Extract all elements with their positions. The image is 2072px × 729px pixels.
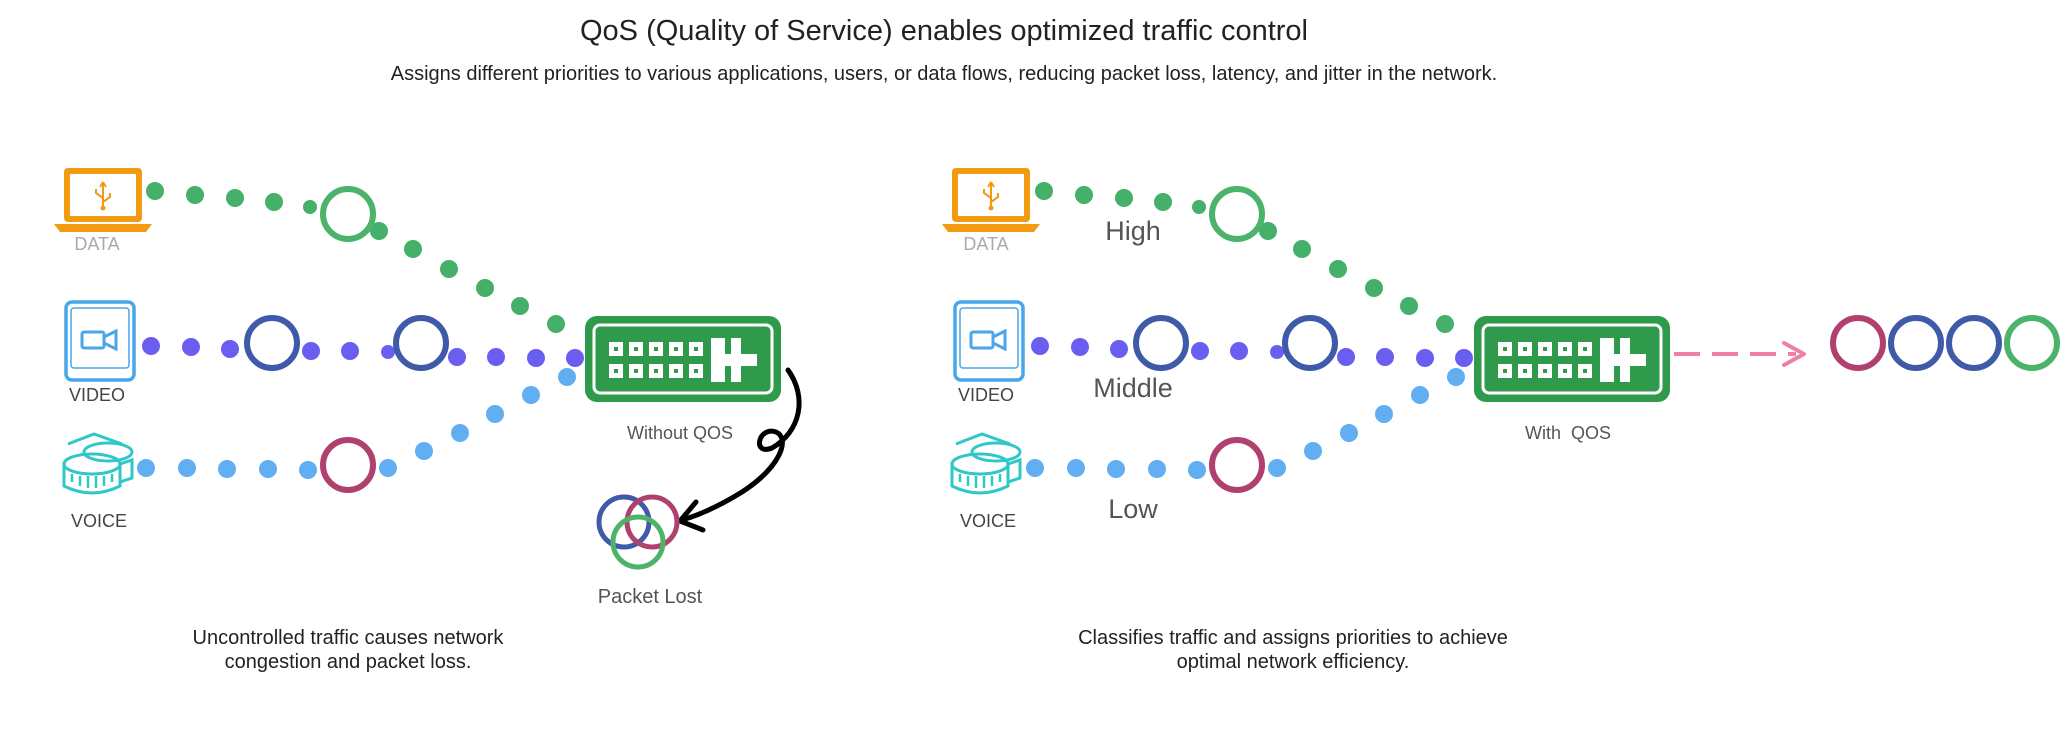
packet-ring-data xyxy=(320,186,376,242)
loss-arrow xyxy=(679,367,802,523)
packet-ring-video-1 xyxy=(244,315,300,371)
video-flow xyxy=(142,337,584,367)
right-caption-line1: Classifies traffic and assigns prioritie… xyxy=(1078,627,1508,649)
source-label-voice: VOICE xyxy=(71,511,127,531)
router-label-without-qos: Without QOS xyxy=(627,423,733,443)
left-caption-line2: congestion and packet loss. xyxy=(225,651,472,673)
right-panel: DATA VIDEO VOICE xyxy=(942,168,2060,673)
ordered-packets xyxy=(1830,315,2060,371)
tape-reel-icon xyxy=(950,432,1022,495)
video-flow xyxy=(1031,337,1473,367)
packet-lost-label: Packet Lost xyxy=(598,586,703,608)
output-arrowhead xyxy=(1782,341,1806,367)
priority-label-high: High xyxy=(1105,216,1161,246)
packet-ring-video-1 xyxy=(1133,315,1189,371)
tape-reel-icon xyxy=(62,432,134,495)
source-label-video: VIDEO xyxy=(69,385,125,405)
left-panel: DATA VIDEO VOICE xyxy=(54,168,802,673)
right-caption-line2: optimal network efficiency. xyxy=(1177,651,1410,673)
voice-flow xyxy=(137,368,576,479)
laptop-usb-icon xyxy=(942,168,1040,232)
packet-ring-voice xyxy=(320,437,376,493)
video-camera-icon xyxy=(64,300,136,382)
source-label-data: DATA xyxy=(74,234,119,254)
packet-ring-voice xyxy=(1209,437,1265,493)
left-caption-line1: Uncontrolled traffic causes network xyxy=(193,627,505,649)
loss-arrowhead xyxy=(677,499,706,533)
packet-ring-data xyxy=(1209,186,1265,242)
laptop-usb-icon xyxy=(54,168,152,232)
source-label-video: VIDEO xyxy=(958,385,1014,405)
router-label-with-qos: With QOS xyxy=(1525,423,1611,443)
video-camera-icon xyxy=(953,300,1025,382)
packet-ring-video-2 xyxy=(1282,315,1338,371)
page-title: QoS (Quality of Service) enables optimiz… xyxy=(580,15,1308,47)
priority-label-middle: Middle xyxy=(1093,373,1173,403)
page-subtitle: Assigns different priorities to various … xyxy=(391,63,1497,85)
data-flow xyxy=(146,182,565,333)
switch-router-icon xyxy=(1474,316,1670,402)
packet-ring-video-2 xyxy=(393,315,449,371)
priority-label-low: Low xyxy=(1108,494,1158,524)
lost-packets xyxy=(596,494,680,570)
switch-router-icon xyxy=(585,316,781,402)
voice-flow xyxy=(1026,368,1465,479)
data-flow xyxy=(1035,182,1454,333)
source-label-voice: VOICE xyxy=(960,511,1016,531)
source-label-data: DATA xyxy=(963,234,1008,254)
